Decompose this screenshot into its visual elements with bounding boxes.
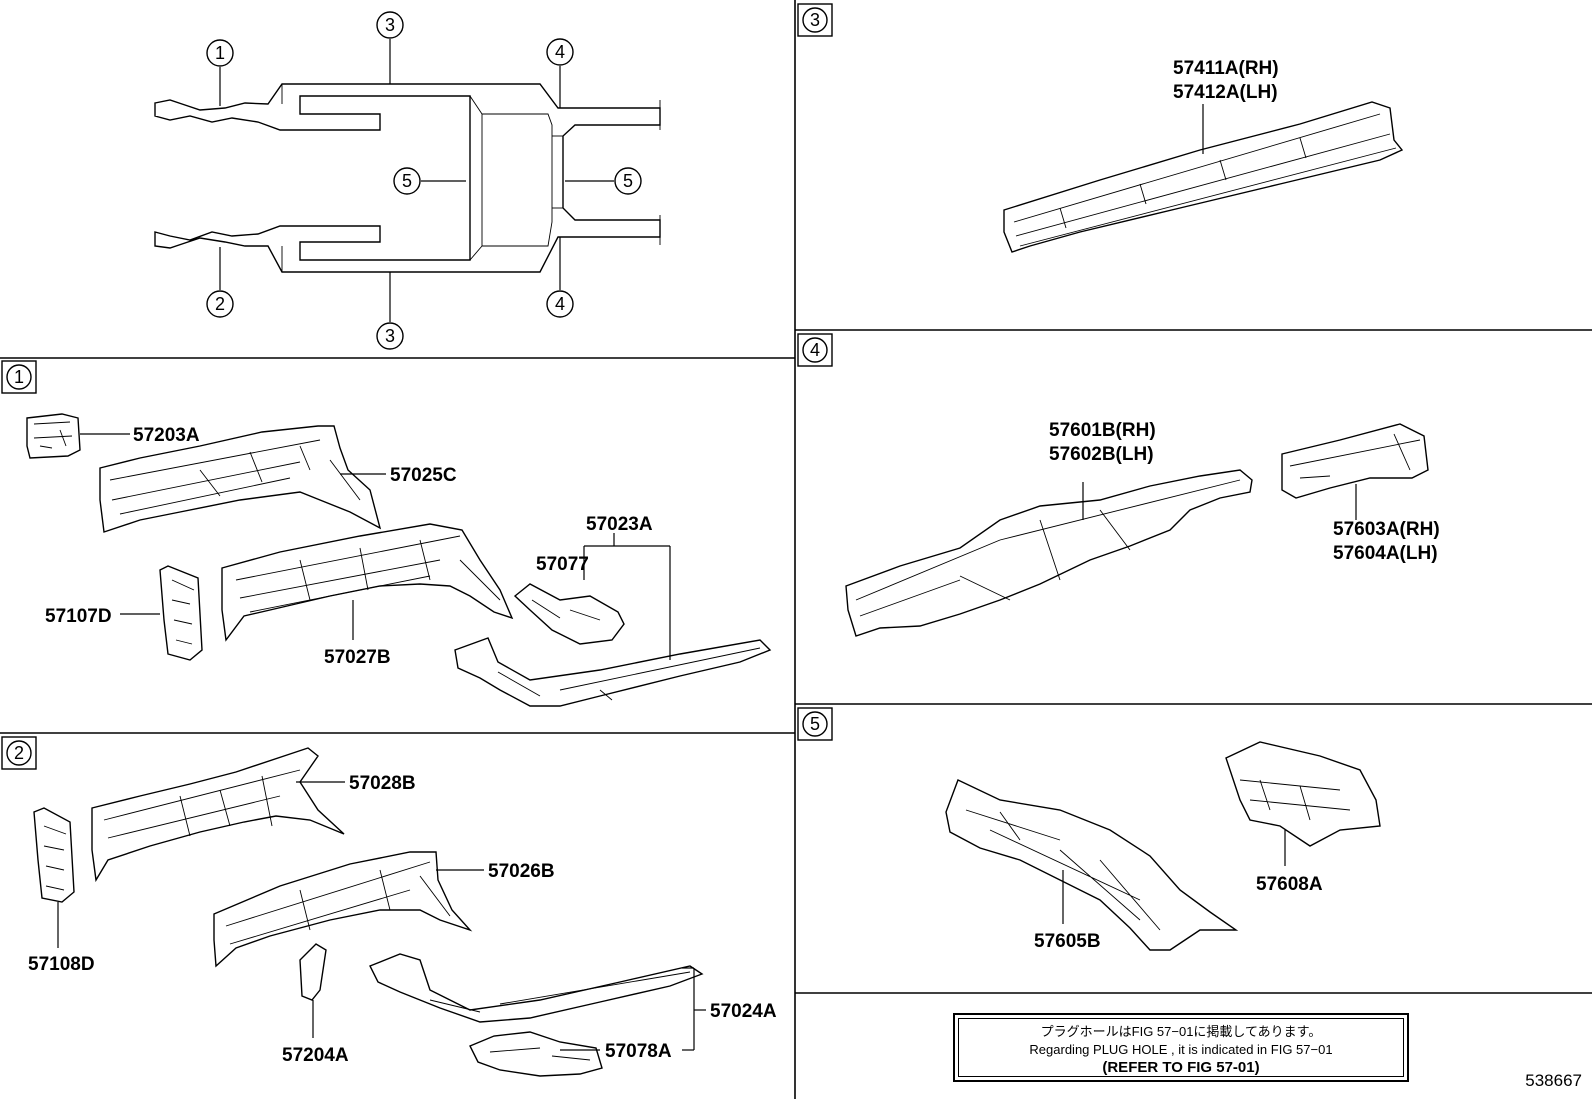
svg-text:1: 1 [215,43,225,63]
svg-text:57605B: 57605B [1034,931,1101,952]
callout-3-bottom: 3 [376,322,404,350]
note-japanese: プラグホールはFIG 57−01に掲載してあります。 [1040,1024,1322,1039]
section-1: 1 57203A 57025C 57023A 57077 57107D [1,360,772,707]
svg-text:57608A: 57608A [1256,874,1323,895]
svg-text:57027B: 57027B [324,647,391,668]
callout-5-right: 5 [614,167,642,195]
section-5-tag: 5 [797,707,833,741]
callout-4-bottom: 4 [546,290,574,318]
section-4-tag: 4 [797,333,833,367]
svg-text:3: 3 [810,10,820,30]
section-5: 5 57605B 57608A [797,707,1381,952]
svg-text:57604A(LH): 57604A(LH) [1333,543,1438,564]
section-3: 3 57411A(RH) 57412A(LH) [797,3,1404,253]
illustration-number: 538667 [1525,1071,1582,1090]
svg-text:57024A: 57024A [710,1001,777,1022]
section-2: 2 57028B 57026B 57108D 57204A 57024A [1,736,777,1077]
svg-text:57601B(RH): 57601B(RH) [1049,420,1156,441]
svg-text:5: 5 [810,714,820,734]
svg-text:57108D: 57108D [28,954,95,975]
svg-text:2: 2 [215,294,225,314]
svg-text:3: 3 [385,326,395,346]
section-1-tag: 1 [1,360,37,394]
callout-3-top: 3 [376,11,404,39]
svg-text:57023A: 57023A [586,514,653,535]
svg-text:5: 5 [402,171,412,191]
svg-text:57412A(LH): 57412A(LH) [1173,82,1278,103]
section-2-tag: 2 [1,736,37,770]
svg-text:57603A(RH): 57603A(RH) [1333,519,1440,540]
svg-text:57078A: 57078A [605,1041,672,1062]
note-reference: (REFER TO FIG 57-01) [1102,1059,1260,1076]
svg-text:4: 4 [555,42,565,62]
svg-text:4: 4 [810,340,820,360]
overview-frame-diagram: 1 2 3 3 4 4 5 5 [154,11,661,350]
svg-text:3: 3 [385,15,395,35]
plug-hole-note: プラグホールはFIG 57−01に掲載してあります。 Regarding PLU… [953,1013,1409,1082]
svg-text:57026B: 57026B [488,861,555,882]
svg-text:57028B: 57028B [349,773,416,794]
svg-text:4: 4 [555,294,565,314]
svg-text:57411A(RH): 57411A(RH) [1173,58,1279,79]
callout-5-left: 5 [393,167,421,195]
callout-1-top: 1 [206,39,234,67]
svg-text:57107D: 57107D [45,606,112,627]
svg-text:57204A: 57204A [282,1045,349,1066]
note-english: Regarding PLUG HOLE , it is indicated in… [1029,1042,1333,1057]
svg-text:2: 2 [14,743,24,763]
svg-text:5: 5 [623,171,633,191]
callout-4-top: 4 [546,38,574,66]
svg-text:57203A: 57203A [133,425,200,446]
svg-text:57602B(LH): 57602B(LH) [1049,444,1154,465]
section-4: 4 57601B(RH) 57602B(LH) 57603A(RH) 57604… [797,333,1440,637]
svg-text:57077: 57077 [536,554,589,575]
svg-text:57025C: 57025C [390,465,457,486]
callout-2-bottom: 2 [206,290,234,318]
svg-text:1: 1 [14,367,24,387]
section-3-tag: 3 [797,3,833,37]
